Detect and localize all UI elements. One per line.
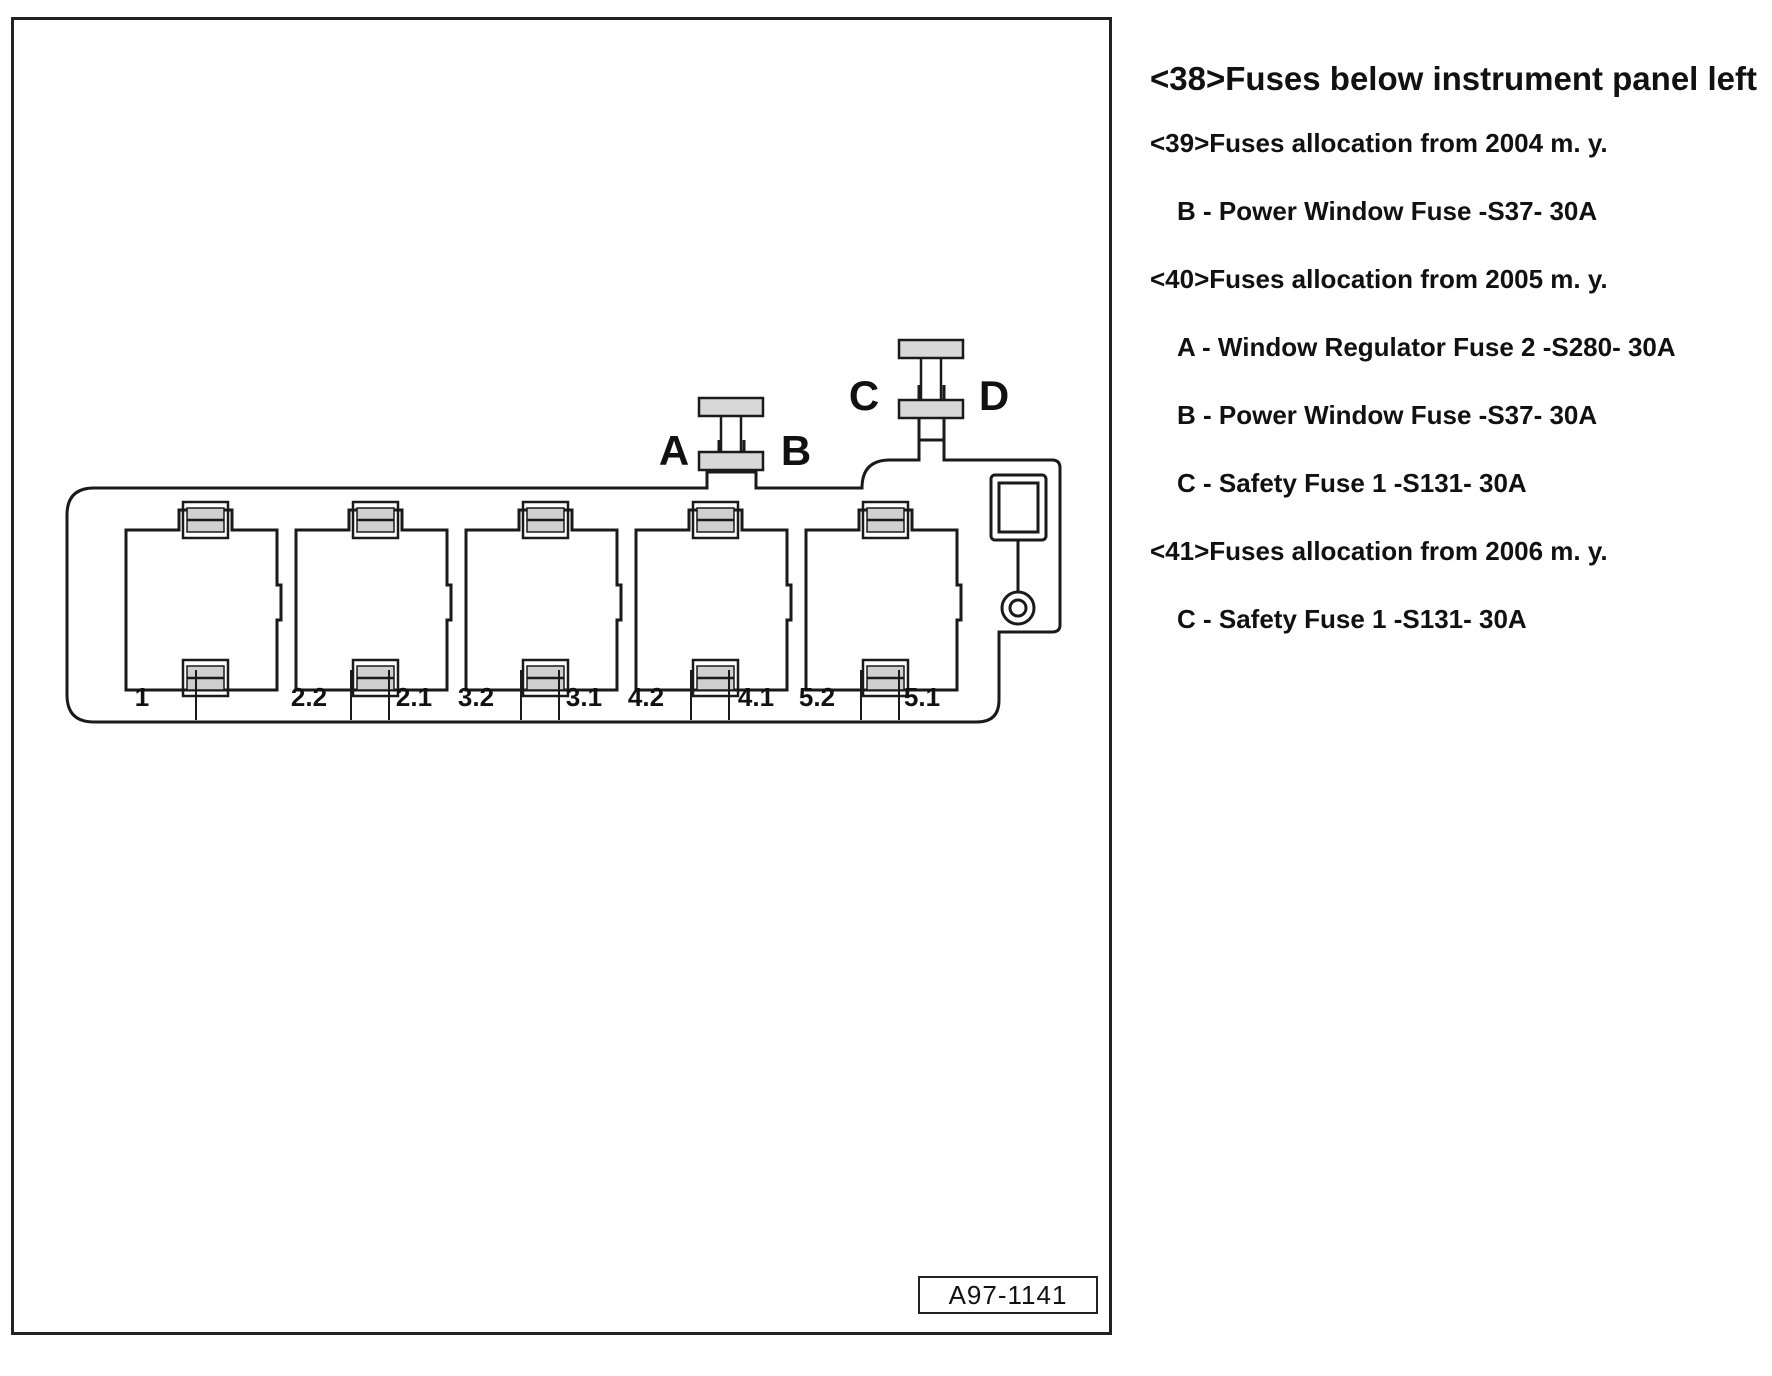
fuse-letter-labels: A BC D: [659, 372, 1009, 474]
group-title-2004: <39>Fuses allocation from 2004 m. y.: [1150, 128, 1608, 158]
fuse-slot-top: [521, 500, 570, 540]
fuse-slot-bottom: [181, 658, 230, 698]
group-title-2006: <41>Fuses allocation from 2006 m. y.: [1150, 536, 1608, 566]
slot-label: 4.1: [738, 682, 774, 712]
fuse-item: C - Safety Fuse 1 -S131- 30A: [1177, 604, 1527, 634]
fuse-letter-label: D: [979, 372, 1009, 419]
fuse-slot-top: [181, 500, 230, 540]
fuse-allocation-text: <38>Fuses below instrument panel left <3…: [1150, 60, 1760, 672]
fuse-letter-label: C: [849, 372, 879, 419]
fuse-slot-bottom: [521, 658, 570, 698]
group-title-2005: <40>Fuses allocation from 2005 m. y.: [1150, 264, 1608, 294]
fuse-letter-label: A: [659, 427, 689, 474]
fuse-box-diagram: 1 2.2 2.1 3.2 3.1 4.2 4.1 5.2 5.1 A BC D: [65, 338, 1062, 724]
page-heading: <38>Fuses below instrument panel left: [1150, 60, 1758, 97]
fuse-pair-a-b: [697, 396, 765, 472]
fuse-slot-bottom: [861, 658, 910, 698]
fuse-shapes: [181, 338, 965, 698]
fuse-slot-bottom: [351, 658, 400, 698]
slot-label: 5.2: [799, 682, 835, 712]
fuse-slot-bottom: [691, 658, 740, 698]
slot-label: 3.1: [566, 682, 602, 712]
slot-label: 5.1: [904, 682, 940, 712]
fuse-item: A - Window Regulator Fuse 2 -S280- 30A: [1177, 332, 1676, 362]
slot-label: 4.2: [628, 682, 664, 712]
fuse-slot-top: [351, 500, 400, 540]
fuse-item: B - Power Window Fuse -S37- 30A: [1177, 400, 1598, 430]
slot-label: 1: [135, 682, 149, 712]
slot-label: 3.2: [458, 682, 494, 712]
fuse-letter-label: B: [781, 427, 811, 474]
fuse-item: C - Safety Fuse 1 -S131- 30A: [1177, 468, 1527, 498]
slot-label: 2.1: [396, 682, 432, 712]
fuse-slot-top: [691, 500, 740, 540]
slot-labels: 1 2.2 2.1 3.2 3.1 4.2 4.1 5.2 5.1: [135, 670, 940, 720]
figure-id: A97-1141: [918, 1276, 1098, 1314]
fuse-slot-top: [861, 500, 910, 540]
fuse-pair-c-d: [897, 338, 965, 420]
fuse-item: B - Power Window Fuse -S37- 30A: [1177, 196, 1598, 226]
slot-label: 2.2: [291, 682, 327, 712]
